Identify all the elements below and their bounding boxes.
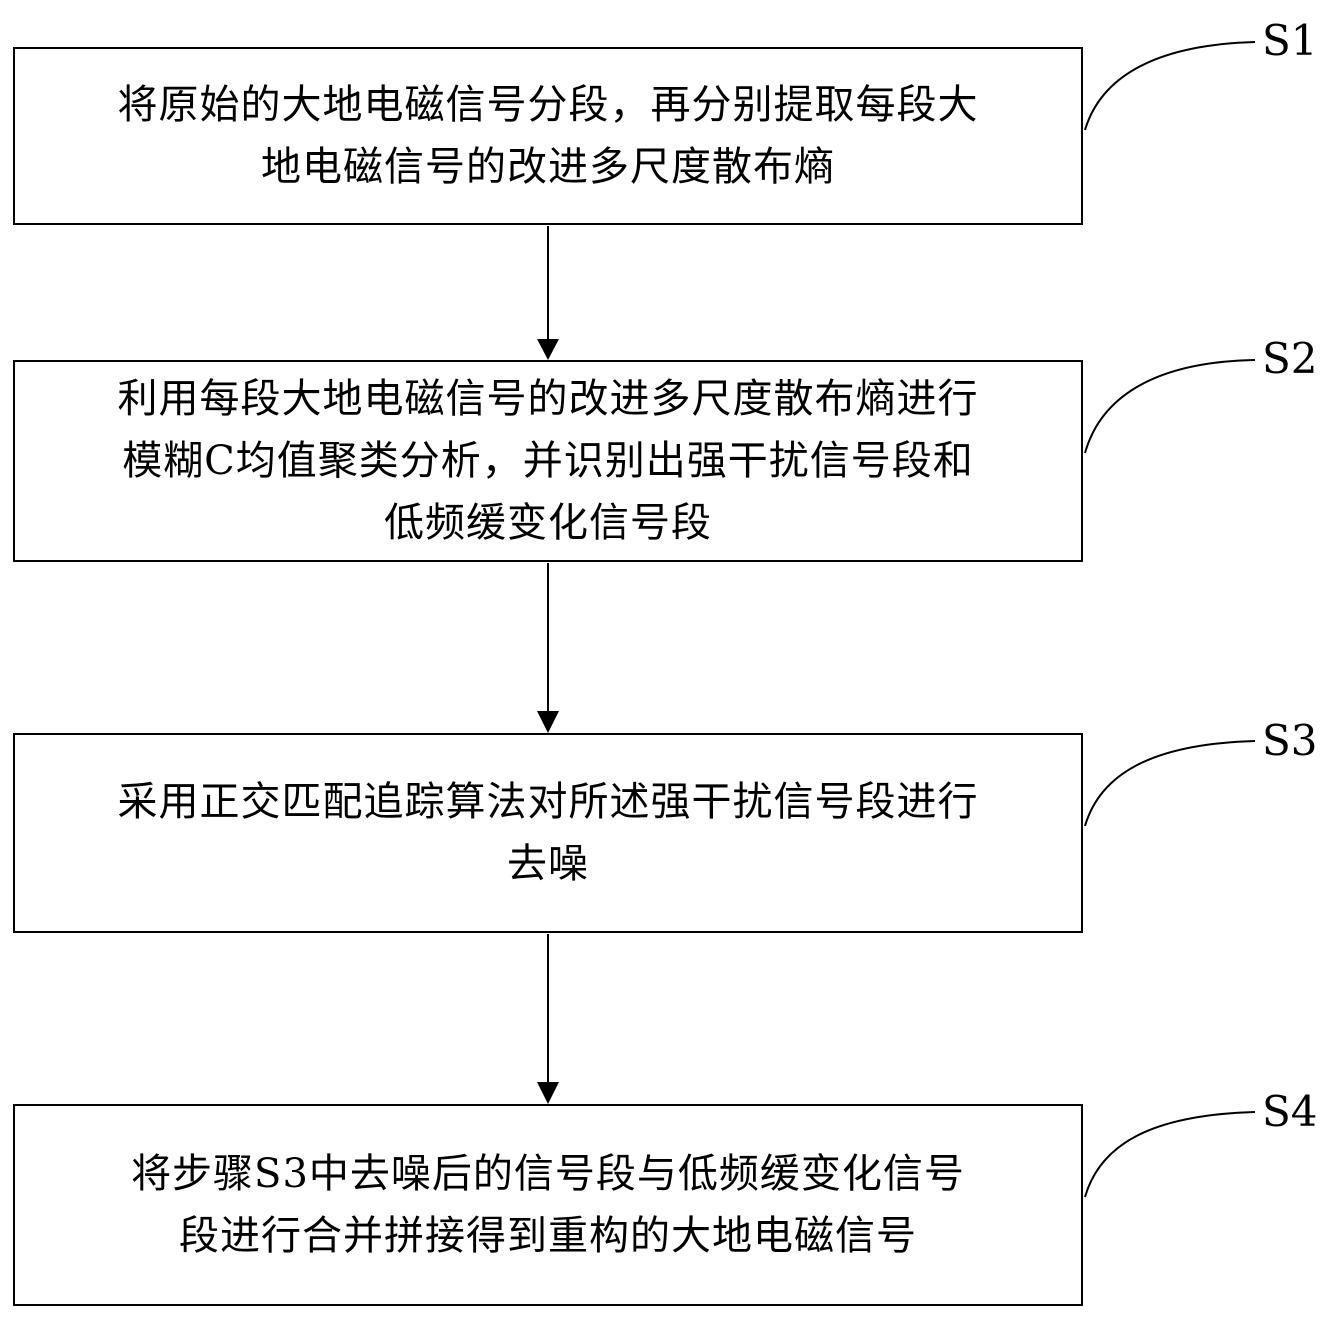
step-label-s2: S2 (1262, 334, 1318, 383)
step-label-s1: S1 (1262, 16, 1318, 65)
step-text-s1: 将原始的大地电磁信号分段，再分别提取每段大 地电磁信号的改进多尺度散布熵 (15, 74, 1081, 198)
step-box-s3: 采用正交匹配追踪算法对所述强干扰信号段进行 去噪 (13, 733, 1083, 933)
leader-curve-s4 (1084, 1111, 1256, 1198)
step-s3-line-2: 去噪 (507, 841, 589, 887)
leader-curve-s1 (1084, 41, 1256, 131)
step-text-s4: 将步骤S3中去噪后的信号段与低频缓变化信号 段进行合并拼接得到重构的大地电磁信号 (15, 1143, 1081, 1267)
arrow-s1-to-s2 (537, 226, 559, 360)
step-box-s1: 将原始的大地电磁信号分段，再分别提取每段大 地电磁信号的改进多尺度散布熵 (13, 47, 1083, 225)
leader-curve-s3 (1084, 740, 1256, 827)
step-s1-line-1: 将原始的大地电磁信号分段，再分别提取每段大 (117, 82, 979, 128)
step-label-s3: S3 (1262, 716, 1318, 765)
step-s4-line-2: 段进行合并拼接得到重构的大地电磁信号 (179, 1213, 917, 1259)
step-s2-line-1: 利用每段大地电磁信号的改进多尺度散布熵进行 (117, 376, 979, 422)
leader-curve-s2 (1084, 359, 1256, 454)
step-s4-line-1: 将步骤S3中去噪后的信号段与低频缓变化信号 (131, 1151, 965, 1197)
step-box-s2: 利用每段大地电磁信号的改进多尺度散布熵进行 模糊C均值聚类分析，并识别出强干扰信… (13, 360, 1083, 562)
step-box-s4: 将步骤S3中去噪后的信号段与低频缓变化信号 段进行合并拼接得到重构的大地电磁信号 (13, 1104, 1083, 1306)
step-s2-line-3: 低频缓变化信号段 (384, 500, 712, 546)
arrow-s3-to-s4 (537, 934, 559, 1104)
step-s2-line-2: 模糊C均值聚类分析，并识别出强干扰信号段和 (122, 438, 974, 484)
step-s3-line-1: 采用正交匹配追踪算法对所述强干扰信号段进行 (117, 779, 979, 825)
step-text-s3: 采用正交匹配追踪算法对所述强干扰信号段进行 去噪 (15, 771, 1081, 895)
step-label-s4: S4 (1262, 1087, 1318, 1136)
step-text-s2: 利用每段大地电磁信号的改进多尺度散布熵进行 模糊C均值聚类分析，并识别出强干扰信… (15, 368, 1081, 554)
step-s1-line-2: 地电磁信号的改进多尺度散布熵 (261, 144, 835, 190)
arrow-s2-to-s3 (537, 563, 559, 733)
